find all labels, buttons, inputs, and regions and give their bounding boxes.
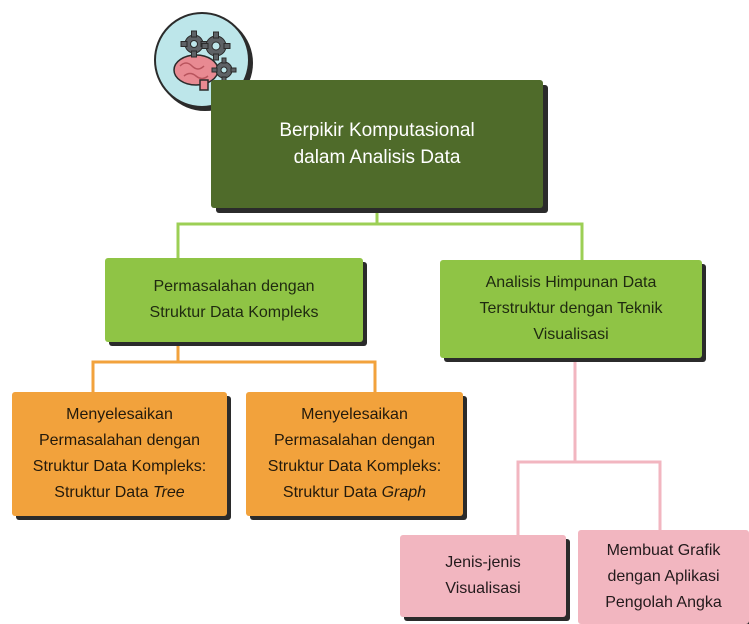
node-label-line: Jenis-jenis (445, 554, 521, 571)
node-label-line: Permasalahan dengan (273, 432, 435, 449)
root-title-line1: Berpikir Komputasional (279, 120, 475, 141)
node-label-line: Struktur Data Kompleks: (32, 458, 207, 475)
node-label-line: dengan Aplikasi (607, 568, 720, 585)
node-label-emphasis: Graph (381, 484, 427, 501)
node-label-line: Struktur Data Graph (268, 480, 441, 506)
node-label-line: Visualisasi (533, 326, 609, 343)
node-structured-data-visualization: Analisis Himpunan Data Terstruktur denga… (440, 260, 702, 358)
node-label-line: Struktur Data Kompleks (149, 304, 319, 321)
connector-right-children (516, 358, 662, 535)
node-visualization-types: Jenis-jenis Visualisasi (400, 535, 566, 617)
node-make-charts: Membuat Grafik dengan Aplikasi Pengolah … (578, 530, 749, 624)
node-label-line: Permasalahan dengan (38, 432, 200, 449)
node-graph: Menyelesaikan Permasalahan dengan Strukt… (246, 392, 463, 516)
node-tree: Menyelesaikan Permasalahan dengan Strukt… (12, 392, 227, 516)
connector-root-children (176, 208, 584, 260)
node-label-line: Struktur Data Tree (33, 480, 206, 506)
node-label-line: Menyelesaikan (301, 406, 408, 423)
node-label-line: Pengolah Angka (605, 594, 722, 611)
connector-left-children (91, 342, 377, 392)
root-title-line2: dalam Analisis Data (293, 147, 461, 168)
node-label-emphasis: Tree (152, 484, 185, 501)
node-complex-data-structures: Permasalahan dengan Struktur Data Komple… (105, 258, 363, 342)
node-label-line: Analisis Himpunan Data (485, 274, 657, 291)
node-label-prefix: Struktur Data (282, 484, 382, 501)
node-label-prefix: Struktur Data (54, 484, 153, 501)
node-label-line: Struktur Data Kompleks: (267, 458, 442, 475)
node-label-line: Membuat Grafik (606, 542, 721, 559)
node-label-line: Permasalahan dengan (153, 278, 315, 295)
node-label-line: Terstruktur dengan Teknik (479, 300, 663, 317)
root-node: Berpikir Komputasional dalam Analisis Da… (211, 80, 543, 208)
node-label-line: Visualisasi (445, 580, 521, 597)
node-label-line: Menyelesaikan (66, 406, 173, 423)
